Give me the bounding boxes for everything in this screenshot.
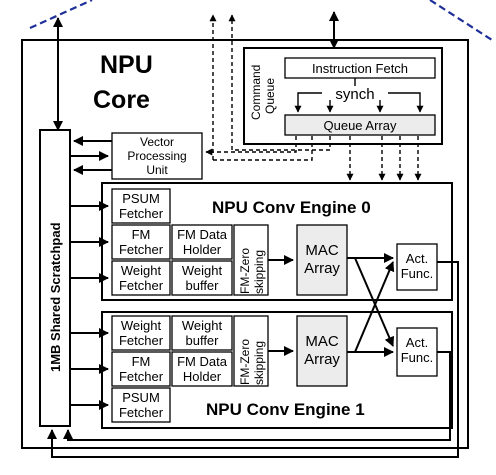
engine0-mac-array — [296, 224, 348, 296]
engine0-act-line1: Act. — [406, 251, 428, 266]
engine1-psum-fetcher — [111, 387, 171, 423]
npu-core-title-line1: NPU — [100, 51, 153, 79]
instruction-fetch-box — [284, 57, 436, 79]
engine1-weight-buffer — [171, 315, 233, 351]
engine1-fm-zero-line2: skipping — [252, 341, 266, 385]
synch-label: synch — [335, 86, 374, 103]
synch-bracket-left — [294, 92, 322, 113]
engine1-fm-fetcher — [111, 351, 171, 387]
engine1-weight-fetcher-line1: Weight — [121, 318, 162, 333]
e0-act-output-loop — [47, 261, 459, 458]
synch-bracket-right — [388, 92, 424, 113]
engine1-fm-data-holder-line2: Holder — [183, 369, 222, 384]
engine0-mac-line2: Array — [304, 260, 340, 277]
engine0-psum-fetcher-line2: Fetcher — [119, 206, 164, 221]
engine1-title: NPU Conv Engine 1 — [206, 400, 365, 419]
engine0-act-line2: Func. — [401, 266, 434, 281]
engine1-fm-fetcher-line2: Fetcher — [119, 369, 164, 384]
vector-unit-line3: Unit — [146, 163, 168, 177]
engine1-mac-line1: MAC — [305, 333, 339, 350]
vector-unit-line1: Vector — [140, 135, 174, 149]
dashed-to-vector-unit — [205, 136, 297, 156]
engine0-fm-data-holder-line1: FM Data — [177, 227, 228, 242]
command-queue-label-line2: Queue — [263, 78, 277, 114]
shared-scratchpad — [39, 129, 71, 427]
dashed-line-a — [213, 136, 313, 161]
npu-core-title-line2: Core — [93, 86, 150, 114]
queue-array-label: Queue Array — [324, 118, 397, 133]
engine0-weight-fetcher-line1: Weight — [121, 263, 162, 278]
e1-act-output-loop — [63, 351, 451, 441]
engine0-fm-fetcher — [111, 224, 171, 260]
engine0-fm-data-holder-line2: Holder — [183, 242, 222, 257]
dashed-line-b — [232, 136, 331, 151]
vector-processing-unit — [111, 132, 203, 180]
engine1-fm-zero-line1: FM-Zero — [238, 339, 252, 385]
engine0-weight-buffer — [171, 260, 233, 296]
engine0-title: NPU Conv Engine 0 — [212, 198, 371, 217]
engine1-fm-data-holder-line1: FM Data — [177, 354, 228, 369]
engine0-psum-fetcher — [111, 188, 171, 224]
engine1-weight-fetcher — [111, 315, 171, 351]
engine1-psum-fetcher-line2: Fetcher — [119, 405, 164, 420]
engine0-fm-fetcher-line1: FM — [132, 227, 151, 242]
engine1-weight-fetcher-line2: Fetcher — [119, 333, 164, 348]
engine1-act-line2: Func. — [401, 350, 434, 365]
engine1-act-line1: Act. — [406, 335, 428, 350]
engine1-weight-buffer-line2: buffer — [185, 333, 219, 348]
shared-scratchpad-label: 1MB Shared Scratchpad — [48, 222, 63, 372]
engine1-fm-zero-skipping — [233, 315, 269, 387]
e1-mac-to-e0-act — [354, 261, 395, 353]
engine0-fm-zero-line2: skipping — [252, 250, 266, 294]
engine0-mac-line1: MAC — [305, 242, 339, 259]
engine0-weight-fetcher-line2: Fetcher — [119, 278, 164, 293]
engine1-fm-data-holder — [171, 351, 233, 387]
engine1-mac-line2: Array — [304, 351, 340, 368]
engine1-act-func — [396, 327, 438, 377]
command-queue-label-line1: Command — [249, 65, 263, 120]
engine0-psum-fetcher-line1: PSUM — [122, 191, 160, 206]
instruction-fetch-label: Instruction Fetch — [312, 61, 408, 76]
engine0-weight-buffer-line1: Weight — [182, 263, 223, 278]
queue-array-box — [284, 114, 436, 136]
engine0-act-func — [396, 243, 438, 291]
engine0-weight-buffer-line2: buffer — [185, 278, 219, 293]
vector-unit-line2: Processing — [127, 149, 186, 163]
engine0-weight-fetcher — [111, 260, 171, 296]
outer-bound-right — [429, 0, 493, 41]
outer-bound-left — [29, 0, 93, 30]
engine1-fm-fetcher-line1: FM — [132, 354, 151, 369]
engine0-fm-fetcher-line2: Fetcher — [119, 242, 164, 257]
engine1-weight-buffer-line1: Weight — [182, 318, 223, 333]
engine0-fm-zero-line1: FM-Zero — [238, 248, 252, 294]
engine1-psum-fetcher-line1: PSUM — [122, 390, 160, 405]
engine0-fm-data-holder — [171, 224, 233, 260]
e0-mac-to-e1-act — [354, 257, 395, 347]
